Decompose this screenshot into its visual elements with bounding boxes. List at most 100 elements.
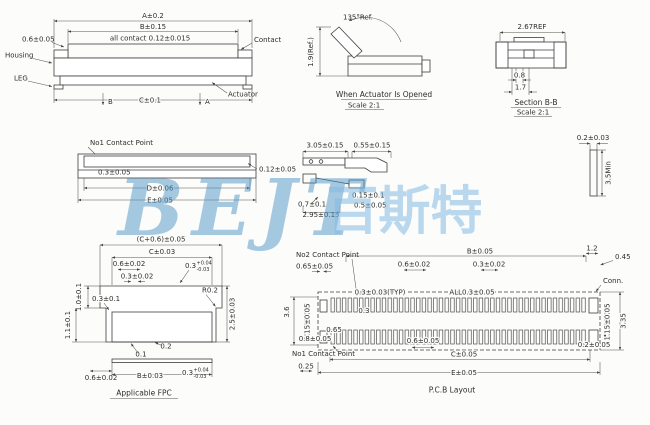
dim-inner: 0.8 [514,72,525,80]
dim-015: 0.15±0.1 [352,192,385,200]
connector-body-section [347,55,423,77]
contact-detail-dimensions-bottom: 0.7±0.1 0.15±0.1 0.5±0.05 2.95±0.15 [298,192,387,220]
pcb-dimensions-sides: 3.6 2.15±0.05 0.3 0.65 1.15±0.05 3.35 [282,291,629,351]
pcb-dimensions-top: B±0.05 1.2 0.45 0.65±0.05 0.6±0.02 0.3±0… [296,245,631,298]
label-contact: Contact [254,36,281,44]
dim-05: 0.5±0.05 [354,202,387,210]
dim-pitch-bottom: 0.6±0.02 [85,374,118,382]
dim-06: 0.6±0.05 [407,337,440,345]
actuator-open-dimensions: 135°Ref. 1.9(Ref.) [307,14,373,77]
dim-body-width: C±0.1 [139,97,161,105]
dim-12: 1.2 [586,245,597,253]
rotation-arc [348,17,402,43]
section-hatch-left [495,41,509,69]
solder-foot-right [348,179,365,189]
front-view-geometry [53,43,253,90]
connector-outline-dashed [317,291,601,351]
caption-pcb-layout: P.C.B Layout [429,386,475,395]
pad-row-bottom [330,329,586,345]
dim-065-first: 0.65±0.05 [296,263,333,271]
opened-actuator [330,26,363,59]
dim-pad-width: 0.3±0.02 [473,261,506,269]
dim-08: 0.8±0.05 [299,335,332,343]
section-actuator-top [513,37,545,43]
tol-bottom-plus: +0.04 [194,368,209,374]
fpc-fingers [111,311,213,343]
section-mark-b: B [108,98,113,106]
dim-01: 0.1 [135,351,146,359]
dim-02: 0.2±0.05 [578,341,611,349]
front-view: A±0.2 B±0.15 all contact 0.12±0.015 0.6±… [5,12,281,107]
scale-note: Scale 2:1 [348,102,380,110]
label-leg: LEG [14,75,28,83]
dim-065: 0.65 [326,326,342,334]
actuator-open-view: 135°Ref. 1.9(Ref.) When Actuator Is Open… [307,14,432,110]
pcb-geometry [317,291,601,351]
tol-top-plus: +0.04 [197,261,212,267]
section-hatch-right [553,41,567,69]
contact-detail-view: 3.05±0.15 0.55±0.15 0.7±0.1 0.15±0.1 0.5… [298,134,613,219]
top-view-body [77,153,257,179]
dim-section-width: 2.67REF [518,23,547,31]
label-radius: R0.2 [202,287,218,295]
dim-025: 0.25 [298,363,314,371]
dim-tail: 1.1±0.1 [64,311,72,339]
top-view: No1 Contact Point 0.3±0.05 0.12±0.05 D±0… [77,139,296,206]
dim-contact-height: 0.6±0.05 [22,36,55,44]
actuator-open-captions: When Actuator Is Opened Scale 2:1 [336,90,432,110]
retention-hole [318,159,324,164]
housing-body [53,57,253,77]
dim-open-height: 1.9(Ref.) [307,37,315,67]
dim-c-plus: (C+0.6)±0.05 [137,236,186,244]
actuator-bar [59,75,247,86]
retention-hole [308,159,314,164]
fpc-dimensions-side: R0.2 1.0±0.1 0.3±0.1 1.1±0.1 2.5±0.03 [64,282,237,343]
section-outline [495,41,567,69]
section-bb-dimensions-top: 2.67REF [499,23,566,41]
solder-foot-left [302,173,317,184]
section-bb-view: 2.67REF 0.8 1.7 Section B- [495,23,567,117]
note-all-contact: all contact 0.12±0.015 [110,35,190,43]
dim-305: 3.05±0.15 [306,142,343,150]
dim-055: 0.55±0.15 [353,142,390,150]
label-actuator: Actuator [228,91,258,99]
dim-02: 0.2 [160,343,171,351]
section-inner-detail [523,49,535,59]
label-conn: Conn. [603,277,623,285]
contact-detail-dimensions-top: 3.05±0.15 0.55±0.15 [302,142,392,158]
top-view-dimensions: 0.3±0.05 0.12±0.05 D±0.06 E±0.05 [77,163,296,206]
dim-overall-width: A±0.2 [142,12,164,20]
dim-contact-span: B±0.15 [140,23,166,31]
caption-actuator-open: When Actuator Is Opened [336,90,432,99]
pad-row-top [330,297,586,313]
dim-angle: 135°Ref. [343,14,373,22]
fpc-view: (C+0.6)±0.05 C±0.03 0.6±0.02 0.3 +0.04 -… [64,236,237,399]
scale-note: Scale 2:1 [517,109,549,117]
dim-fpc-thickness: 0.2±0.03 [577,134,610,142]
actuator-open-geometry [330,17,431,77]
label-no2-contact: No2 Contact Point [296,251,359,259]
dim-shoulder: 1.0±0.1 [75,283,83,311]
fpc-strip [589,149,598,197]
fpc-dimensions-top: (C+0.6)±0.05 C±0.03 0.6±0.02 0.3 +0.04 -… [99,236,223,286]
dim-b: B±0.03 [137,372,163,380]
label-no1-contact: No1 Contact Point [292,350,355,358]
dim-e: E±0.05 [451,369,477,377]
front-view-dimensions: A±0.2 B±0.15 all contact 0.12±0.015 0.6±… [22,12,253,107]
housing-left-cap [53,49,69,59]
caption-section: Section B-B [515,98,558,107]
dim-c: C±0.03 [149,248,175,256]
dim-fpc-length: 3.5Min [605,161,613,185]
top-view-geometry [77,153,257,179]
fpc-edge-strip [111,358,213,363]
fpc-dimensions-bottom: 0.2 0.1 0.6±0.02 B±0.03 0.3 +0.04 -0.03 [85,342,213,382]
contact-row [67,43,239,59]
dim-045: 0.45 [615,253,631,261]
housing-right-cap [237,49,253,59]
end-pad-bottom-right [588,329,599,346]
body-nose [421,59,431,73]
end-pad-top-left [319,299,328,313]
dim-all: ALL0.3±0.05 [449,289,494,297]
